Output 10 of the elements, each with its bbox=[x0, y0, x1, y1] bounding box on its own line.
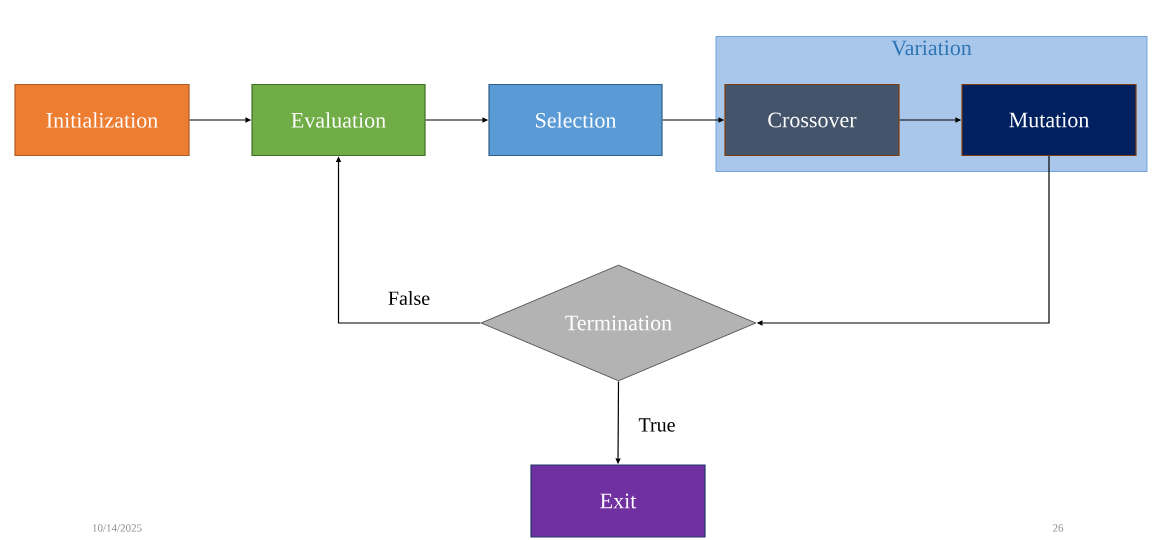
process-box: Exit bbox=[530, 464, 706, 538]
process-box: Selection bbox=[488, 83, 663, 157]
footer-text: 26 bbox=[1053, 524, 1064, 532]
process-box: Crossover bbox=[724, 83, 900, 157]
footer-text: 10/14/2025 bbox=[92, 524, 142, 532]
edge-label: True bbox=[637, 417, 677, 433]
process-box: Evaluation bbox=[251, 83, 426, 157]
process-box: Initialization bbox=[14, 83, 190, 157]
edge-label: False bbox=[386, 289, 432, 307]
process-box: Mutation bbox=[961, 83, 1137, 157]
